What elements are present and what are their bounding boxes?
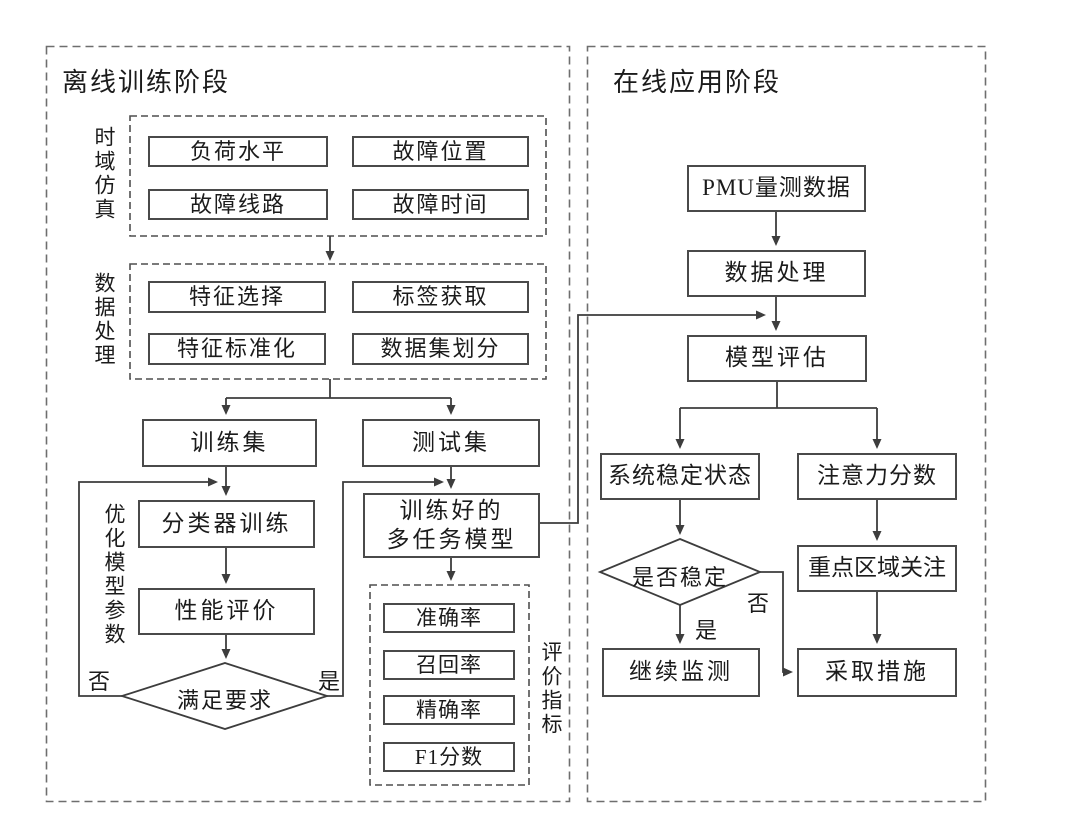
no-path-to-measures [760, 571, 793, 677]
metrics-group-label: 评价指标 [539, 641, 563, 737]
box-fault-time: 故障时间 [352, 189, 529, 220]
online-panel-border [586, 45, 987, 803]
yes-path-to-testflow [327, 477, 444, 697]
box-test-set: 测试集 [362, 419, 540, 467]
simulation-group-border [129, 115, 547, 237]
tag-no-online: 否 [747, 591, 770, 616]
decision-diamond-online [597, 538, 763, 606]
box-recall: 召回率 [383, 650, 515, 680]
simulation-group-label: 时域仿真 [92, 126, 116, 222]
tag-yes-offline: 是 [318, 669, 341, 694]
data-group-label: 数据处理 [92, 272, 116, 368]
box-trained-multitask-model: 训练好的 多任务模型 [363, 493, 540, 558]
box-load-level: 负荷水平 [148, 136, 328, 167]
box-key-area-attention: 重点区域关注 [797, 545, 957, 592]
box-classifier-training: 分类器训练 [138, 500, 315, 548]
trained-model-line2: 多任务模型 [386, 526, 517, 552]
box-performance-eval: 性能评价 [138, 588, 315, 635]
box-fault-line: 故障线路 [148, 189, 328, 220]
loop-label-optimize-params: 优化模型参数 [102, 503, 126, 647]
loop-no-path [78, 477, 218, 697]
box-training-set: 训练集 [142, 419, 317, 467]
box-f1-score: F1分数 [383, 742, 515, 772]
box-continue-monitoring: 继续监测 [602, 648, 760, 697]
tag-no-offline: 否 [88, 669, 111, 694]
decision-diamond-offline [119, 662, 330, 730]
trained-model-line1: 训练好的 [399, 497, 504, 523]
data-processing-group-border [129, 263, 547, 380]
box-attention-score: 注意力分数 [797, 453, 957, 500]
box-pmu-data: PMU量测数据 [687, 165, 866, 212]
tag-yes-online: 是 [695, 618, 718, 643]
box-system-stability-state: 系统稳定状态 [600, 453, 760, 500]
box-precision: 精确率 [383, 695, 515, 725]
offline-panel-title: 离线训练阶段 [62, 68, 231, 97]
box-dataset-split: 数据集划分 [352, 333, 529, 365]
decision-label-meet-requirements: 满足要求 [176, 688, 273, 713]
box-feature-selection: 特征选择 [148, 281, 326, 313]
model-to-online-path [540, 310, 766, 524]
box-model-evaluation: 模型评估 [687, 335, 867, 382]
box-feature-standardization: 特征标准化 [148, 333, 326, 365]
metrics-group-border [369, 584, 530, 786]
box-accuracy: 准确率 [383, 603, 515, 633]
box-take-measures: 采取措施 [797, 648, 957, 697]
box-fault-location: 故障位置 [352, 136, 529, 167]
decision-label-stable-or-not: 是否稳定 [631, 565, 728, 590]
online-panel-title: 在线应用阶段 [613, 68, 782, 97]
box-label-acquisition: 标签获取 [352, 281, 529, 313]
offline-panel-border [45, 45, 571, 803]
box-online-data-processing: 数据处理 [687, 250, 866, 297]
